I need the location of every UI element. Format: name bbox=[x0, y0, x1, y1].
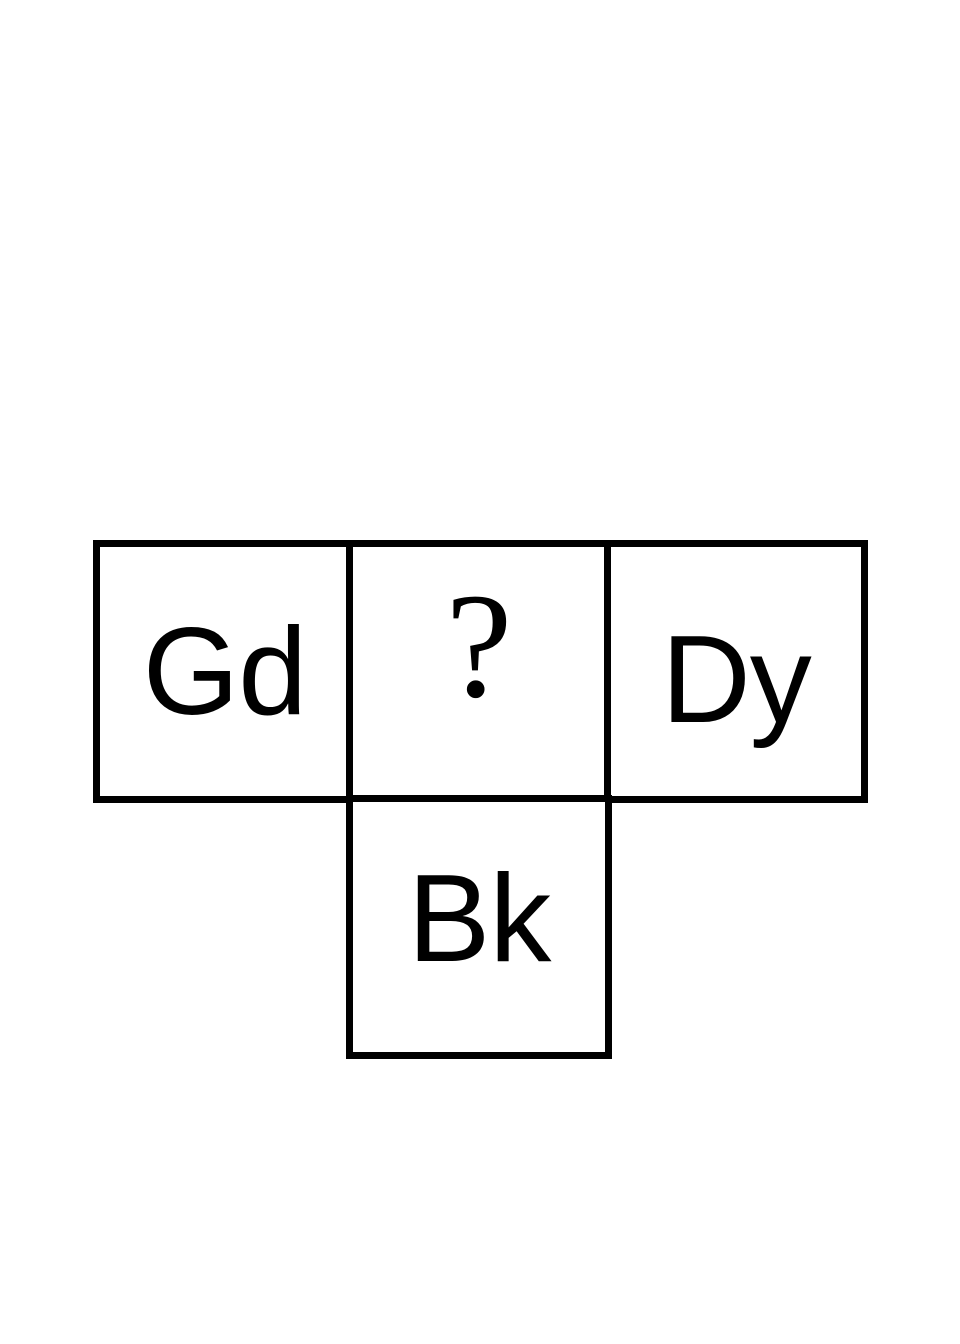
element-symbol-bk: Bk bbox=[407, 850, 552, 988]
cell-top-left: Gd bbox=[93, 540, 356, 803]
unknown-question-mark: ? bbox=[445, 562, 513, 729]
cell-bottom-center: Bk bbox=[346, 795, 612, 1059]
cell-top-right: Dy bbox=[604, 540, 868, 803]
cell-top-center: ? bbox=[346, 540, 612, 803]
element-symbol-gd: Gd bbox=[142, 602, 307, 741]
element-symbol-dy: Dy bbox=[661, 610, 812, 749]
